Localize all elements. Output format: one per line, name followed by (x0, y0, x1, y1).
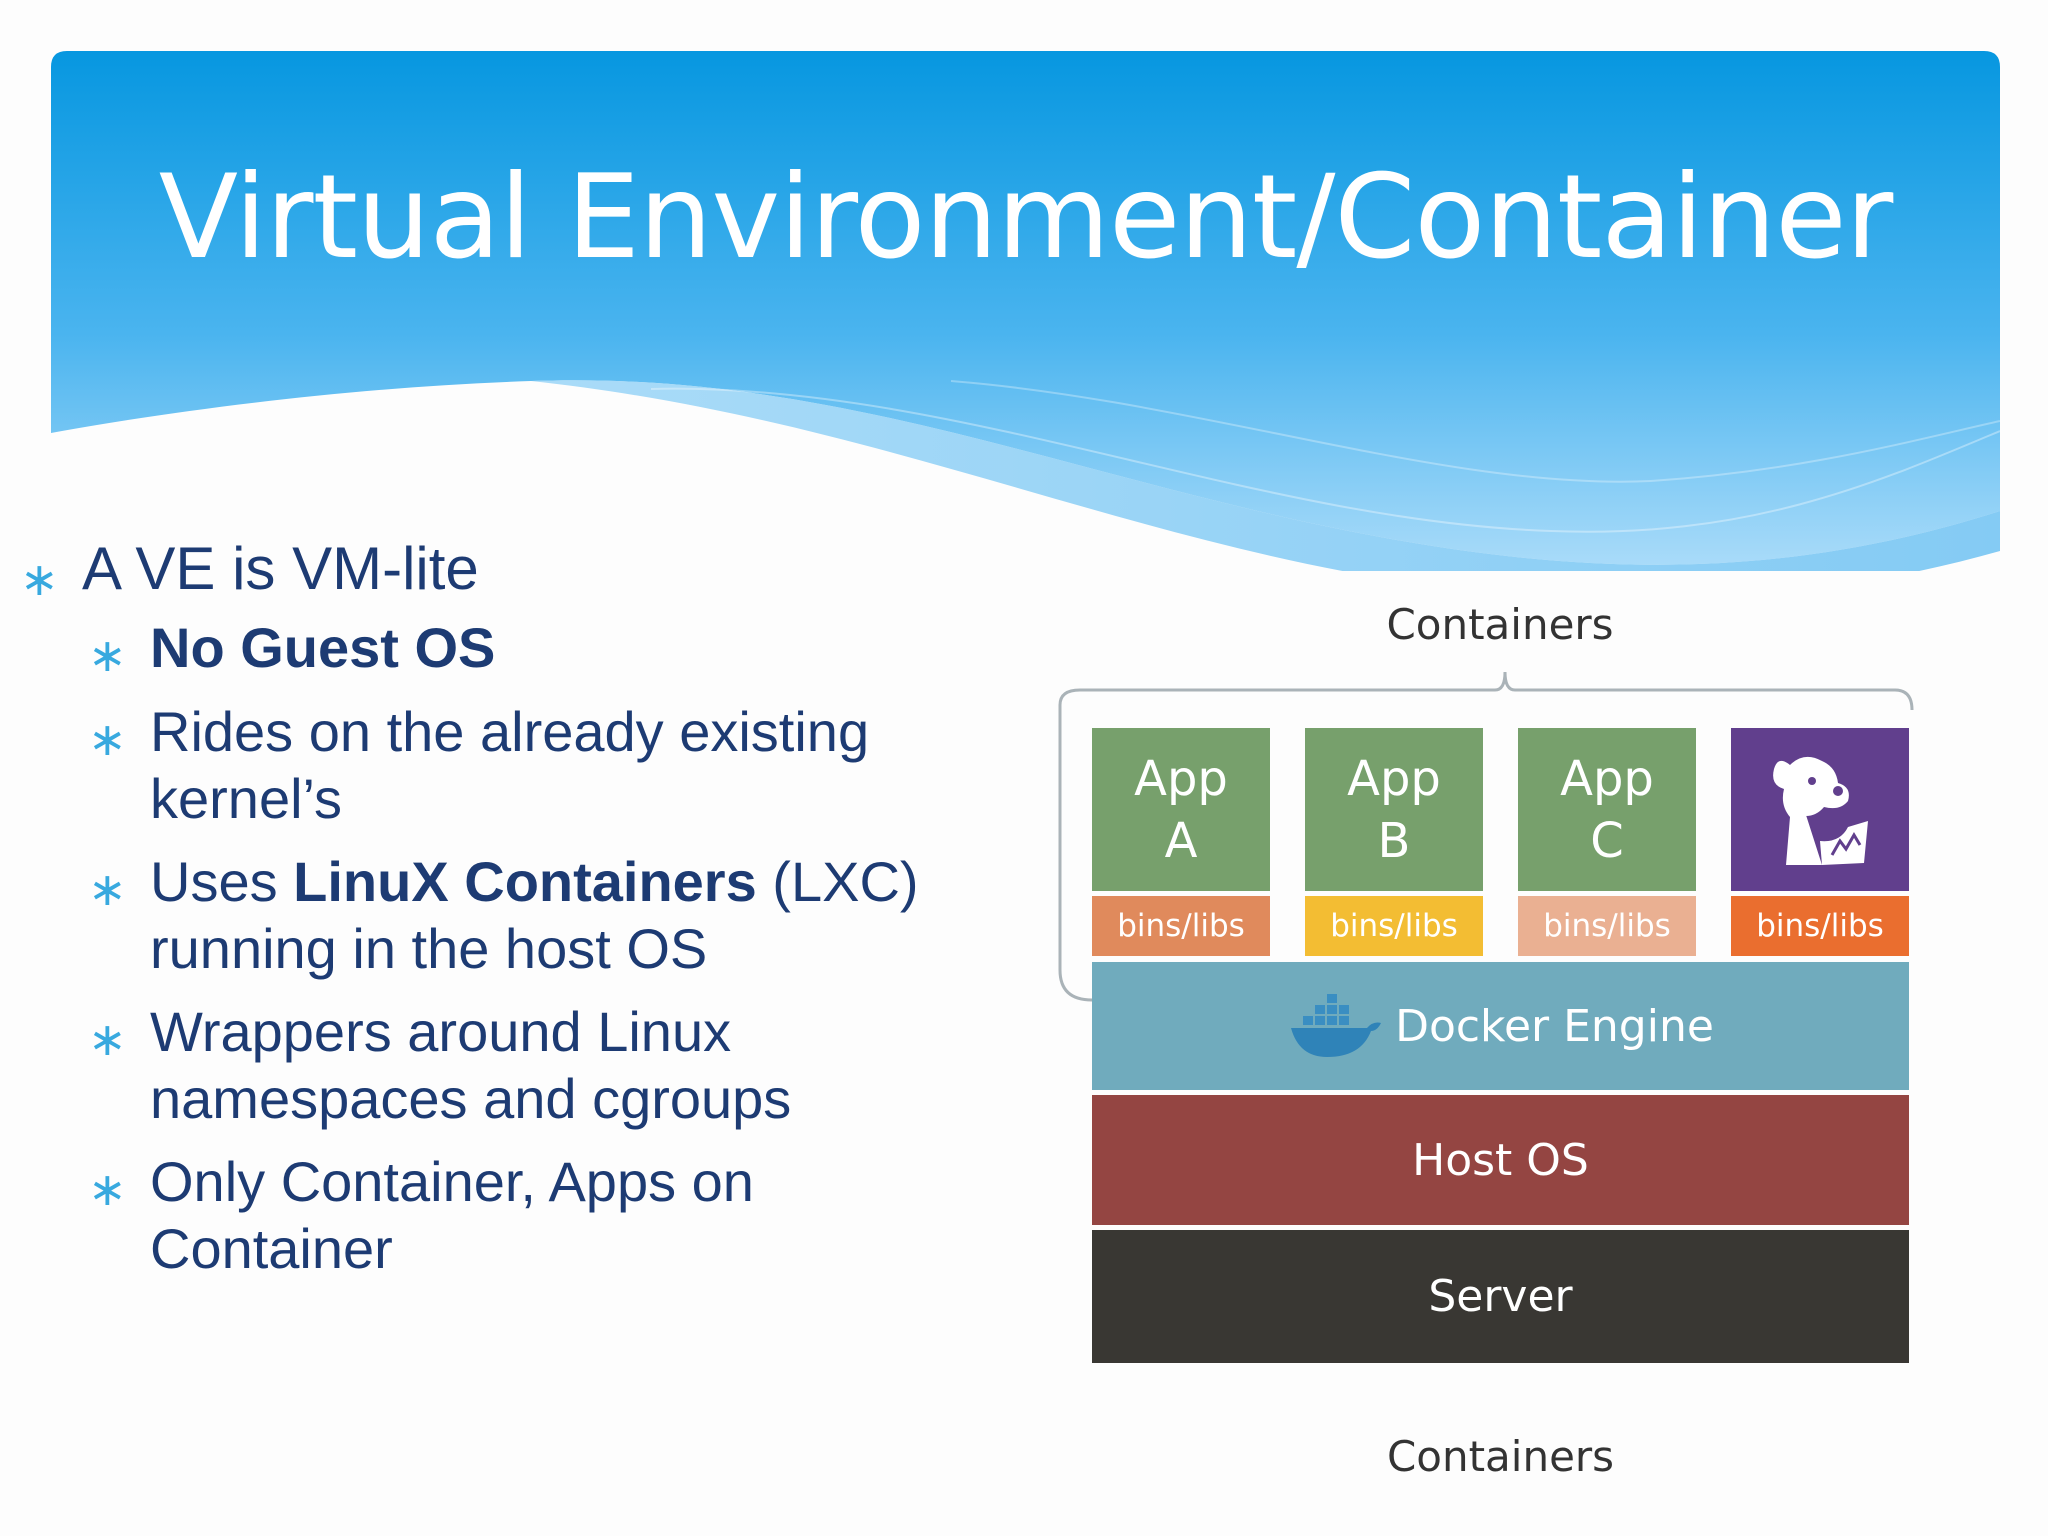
app-c-block: App C (1518, 728, 1696, 891)
containers-top-caption: Containers (1386, 600, 1614, 649)
slide-title: Virtual Environment/Container (158, 150, 1894, 285)
bullet-sub-4-line1: Wrappers around Linux (150, 1000, 732, 1063)
docker-engine-layer: Docker Engine (1092, 962, 1909, 1090)
bullet-sub-5-line2: Container (150, 1217, 393, 1280)
datadog-block (1731, 728, 1909, 891)
bullet-sub-3-text-bold: LinuX Containers (293, 850, 757, 913)
app-b-label-1: App (1347, 750, 1441, 807)
app-c-libs: bins/libs (1518, 896, 1696, 956)
bullet-sub-3-line1: Uses LinuX Containers (LXC) (150, 848, 919, 915)
host-os-label: Host OS (1412, 1134, 1589, 1186)
bullet-sub-4-line2: namespaces and cgroups (150, 1067, 792, 1130)
bullet-main: A VE is VM-lite (82, 535, 479, 602)
bullet-sub-3-line2: running in the host OS (150, 917, 708, 980)
app-a-label-1: App (1134, 750, 1228, 807)
host-os-layer: Host OS (1092, 1095, 1909, 1225)
bullet-sub-1-text: No Guest OS (150, 616, 496, 679)
bullet-icon: ∗ (88, 1013, 127, 1065)
header-banner (51, 51, 2000, 571)
bullet-sub-4: Wrappers around Linux namespaces and cgr… (150, 998, 791, 1132)
bullet-sub-3: Uses LinuX Containers (LXC) running in t… (150, 848, 919, 982)
app-c-label-2: C (1590, 812, 1624, 869)
containers-brace (1058, 671, 1914, 1002)
app-b-block: App B (1305, 728, 1483, 891)
bullet-icon: ∗ (88, 863, 127, 915)
bullet-icon: ∗ (88, 713, 127, 765)
app-a-label-2: A (1164, 812, 1198, 869)
app-b-label-2: B (1377, 812, 1411, 869)
bullet-sub-2: Rides on the already existing kernel’s (150, 698, 869, 832)
app-b-libs: bins/libs (1305, 896, 1483, 956)
docker-engine-label: Docker Engine (1395, 1000, 1714, 1052)
bullet-sub-3-text-a: Uses (150, 850, 294, 913)
container-diagram: Containers App A bins/libs App B bins/li… (1050, 590, 1950, 1490)
datadog-libs: bins/libs (1731, 896, 1909, 956)
server-label: Server (1428, 1271, 1573, 1322)
containers-bottom-caption: Containers (1386, 1432, 1615, 1481)
bullet-icon: ∗ (88, 629, 127, 681)
bullet-icon: ∗ (20, 553, 59, 605)
bullet-sub-3-text-b: (LXC) (756, 850, 919, 913)
datadog-dog-icon (1773, 756, 1868, 865)
bullet-sub-5-line1: Only Container, Apps on (150, 1150, 754, 1213)
bullet-sub-2-line2: kernel’s (150, 767, 342, 830)
app-c-label-1: App (1560, 750, 1654, 807)
app-a-libs: bins/libs (1092, 896, 1270, 956)
bullet-icon: ∗ (88, 1163, 127, 1215)
bullet-sub-5: Only Container, Apps on Container (150, 1148, 754, 1282)
bullet-sub-2-line1: Rides on the already existing (150, 700, 870, 763)
server-layer: Server (1092, 1230, 1909, 1363)
docker-whale-icon (1291, 994, 1382, 1057)
app-a-block: App A (1092, 728, 1270, 891)
bullet-sub-1: No Guest OS (150, 614, 495, 681)
